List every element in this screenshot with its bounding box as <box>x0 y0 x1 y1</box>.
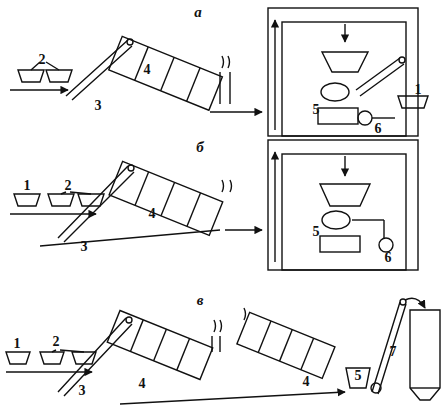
callout-number: 5 <box>313 225 320 239</box>
panel-letter: б <box>196 140 204 155</box>
callout-number: 6 <box>375 122 382 136</box>
callout-number: 4 <box>303 375 310 389</box>
callout-number: 2 <box>53 335 60 349</box>
callout-number: 1 <box>415 83 422 97</box>
callout-number: 2 <box>65 179 72 193</box>
callout-number: 3 <box>79 384 86 398</box>
callout-number: 3 <box>95 99 102 113</box>
callout-number: 1 <box>14 337 21 351</box>
panel-letter: а <box>194 5 202 20</box>
callout-number: 5 <box>355 369 362 383</box>
callout-number: 6 <box>385 251 392 265</box>
callout-number: 1 <box>24 179 31 193</box>
callout-number: 4 <box>144 63 151 77</box>
callout-number: 7 <box>390 345 397 359</box>
callout-number: 4 <box>149 207 156 221</box>
panel-c <box>6 298 440 404</box>
callout-number: 3 <box>81 240 88 254</box>
panel-letter: в <box>197 293 204 308</box>
panel-b <box>10 140 418 270</box>
callout-number: 2 <box>39 53 46 67</box>
callout-number: 5 <box>313 103 320 117</box>
callout-number: 4 <box>139 377 146 391</box>
panel-a <box>10 8 428 136</box>
